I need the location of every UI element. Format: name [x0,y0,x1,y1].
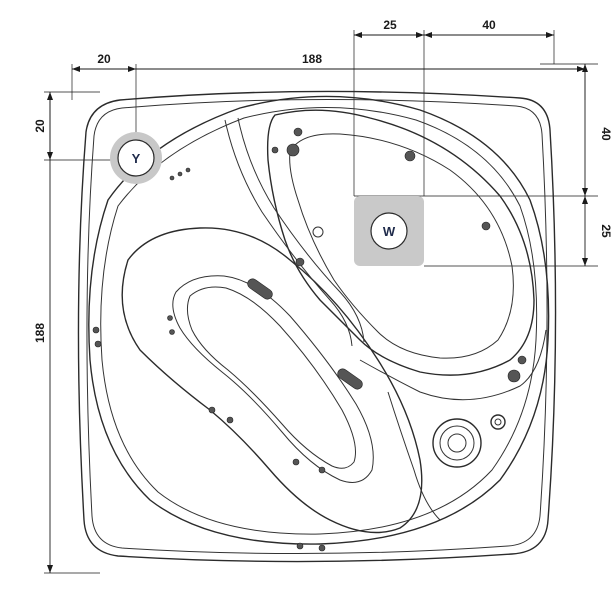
filter-skimmer [432,418,482,468]
tub-bowl-rim [88,95,550,545]
label-w-offset-y: 40 [599,127,612,141]
jets [92,127,527,552]
tub-outer-shell [77,90,557,563]
marker-y: Y [110,132,162,184]
tub-outline [77,90,557,563]
marker-w-label: W [383,224,396,239]
control-button [490,414,506,430]
label-overall-height: 188 [33,323,47,343]
marker-w: W [354,196,424,266]
tub-lounger [121,227,423,534]
tub-seat-upper [266,109,535,376]
label-y-offset-x: 20 [97,52,111,66]
dimension-lines [44,30,598,574]
label-w-span-y: 25 [599,224,612,238]
label-overall-width: 188 [302,52,322,66]
label-w-span-x: 40 [482,18,496,32]
marker-y-label: Y [132,151,141,166]
label-w-offset-x: 25 [383,18,397,32]
label-y-offset-y: 20 [33,119,47,133]
drain [312,226,324,238]
